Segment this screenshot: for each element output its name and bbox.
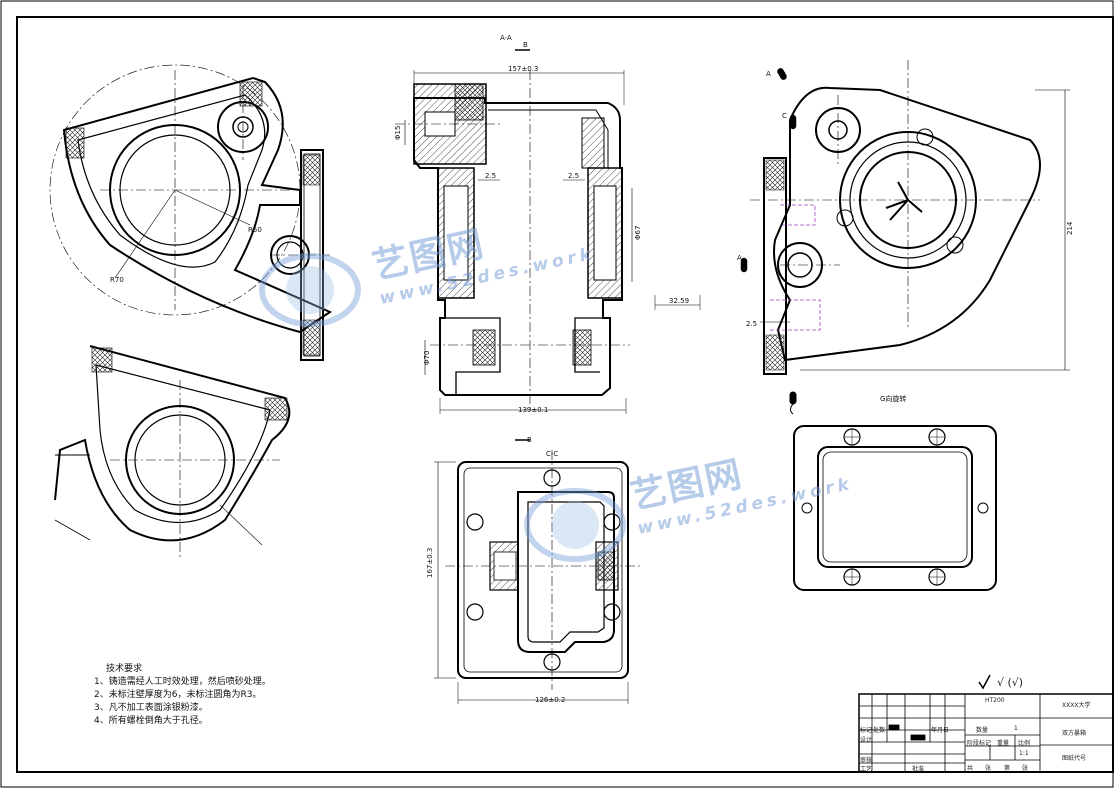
- tb-school: XXXX大学: [1062, 702, 1091, 709]
- tech-note-3: 3、凡不加工表面涂银粉漆。: [94, 703, 208, 713]
- top-left-view: [49, 64, 333, 361]
- dim-left-dia: Φ15: [394, 126, 402, 140]
- tb-qty-label: 数量: [976, 727, 989, 734]
- g-view: [793, 425, 997, 591]
- dim-offset: 32.59: [669, 297, 689, 305]
- dim-height-right: 214: [1066, 221, 1074, 235]
- label-b-top: B: [523, 41, 528, 49]
- dim-wall-right: 2.5: [746, 320, 757, 328]
- tech-note-1: 1、铸造需经人工时效处理，然后喷砂处理。: [94, 677, 271, 687]
- tb-sheet-label: 第: [1004, 765, 1011, 772]
- dim-lower-dia: Φ70: [423, 351, 431, 365]
- tb-design-label: 设计: [860, 737, 873, 744]
- tb-date-label: 年月日: [931, 727, 950, 734]
- tech-note-4: 4、所有螺栓倒角大于孔径。: [94, 716, 208, 726]
- label-a-top: A: [766, 70, 771, 78]
- tb-qty-value: 1: [1014, 725, 1018, 732]
- tb-part-name: 双方暴箱: [1062, 730, 1087, 737]
- dim-cc-height: 167±0.3: [426, 548, 434, 578]
- watermark-globe-2-icon: [524, 488, 626, 562]
- section-cc-view: [434, 450, 640, 704]
- dim-wall-1: 2.5: [485, 172, 496, 180]
- tech-notes-title: 技术要求: [106, 664, 143, 674]
- tb-stage-label: 阶段标记: [967, 740, 992, 747]
- top-right-view: [740, 60, 1070, 375]
- tb-sheets-label: 共: [967, 765, 974, 772]
- tb-material: HT200: [985, 697, 1005, 704]
- watermark-globe-1-icon: [259, 253, 361, 327]
- inner-border: [16, 16, 1114, 773]
- dim-r50: R50: [248, 226, 262, 234]
- tb-count-label: 处数: [873, 727, 886, 734]
- tb-sheets-unit: 张: [985, 765, 992, 772]
- surface-symbol-text: √ (√): [997, 676, 1024, 689]
- tech-notes: 技术要求 1、铸造需经人工时效处理，然后喷砂处理。 2、未标注壁厚度为6，未标注…: [94, 663, 271, 728]
- label-a-side: A: [737, 254, 742, 262]
- tb-weight-label: 重量: [997, 740, 1010, 747]
- label-b-bottom: B: [527, 436, 532, 444]
- tb-scale-value: 1:1: [1019, 750, 1029, 757]
- tb-scale-label: 比例: [1018, 740, 1031, 747]
- tb-approve-label: 批准: [912, 766, 925, 773]
- label-section-cc: C-C: [546, 450, 558, 458]
- tb-check-label: 审核: [860, 757, 873, 764]
- dim-top-width: 157±0.3: [508, 65, 538, 73]
- dim-bottom-width: 139±0.1: [518, 406, 548, 414]
- dim-wall-2: 2.5: [568, 172, 579, 180]
- tb-process-label: 工艺: [860, 766, 873, 773]
- label-g-view: G向旋转: [880, 394, 906, 403]
- surface-roughness-icon: [978, 674, 991, 690]
- label-c: C: [782, 112, 787, 120]
- dim-r70: R70: [110, 276, 124, 284]
- dim-bore-dia: Φ67: [634, 226, 642, 240]
- g-view-arrow: [789, 391, 797, 415]
- tb-sheet-unit: 张: [1022, 765, 1029, 772]
- title-block: [858, 693, 1114, 773]
- tb-mark-label: 标记: [860, 727, 873, 734]
- tb-drawing-no: 图纸代号: [1062, 755, 1087, 762]
- section-aa-view: [395, 49, 701, 441]
- bottom-left-view: [54, 345, 291, 560]
- tech-note-2: 2、未标注壁厚度为6，未标注圆角为R3。: [94, 690, 262, 700]
- dim-cc-width: 126±0.2: [535, 696, 565, 704]
- label-section-aa: A-A: [500, 34, 512, 42]
